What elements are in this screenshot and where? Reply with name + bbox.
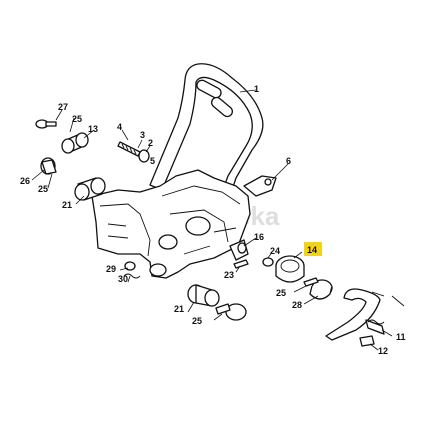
- callout-24: 24: [270, 246, 280, 256]
- av-mount-part-13: [61, 132, 89, 154]
- callout-5: 5: [150, 156, 155, 166]
- callout-14: 14: [307, 245, 317, 255]
- bracket-part-6: [243, 163, 289, 197]
- leader-lines: [31, 89, 393, 351]
- callout-26: 26: [20, 176, 30, 186]
- callout-25-right: 25: [276, 288, 286, 298]
- crankcase-housing: [91, 169, 251, 279]
- callout-23: 23: [224, 270, 234, 280]
- pin-part-29: [124, 261, 136, 271]
- callout-14-highlight: [304, 242, 322, 256]
- callout-30: 30: [118, 274, 128, 284]
- callout-16: 16: [254, 232, 264, 242]
- callout-13: 13: [88, 124, 98, 134]
- callout-28: 28: [292, 300, 302, 310]
- buffer-part-14: [275, 255, 305, 283]
- callout-21-lower: 21: [174, 304, 184, 314]
- screw-part-25-right: [303, 277, 319, 287]
- handle-frame: [149, 63, 264, 193]
- washer-part-24: [262, 257, 274, 267]
- callout-25-top: 25: [72, 114, 82, 124]
- callout-3: 3: [140, 130, 145, 140]
- av-mount-part-26-25: [40, 157, 57, 175]
- callout-25-left: 25: [38, 184, 48, 194]
- callout-12: 12: [378, 346, 388, 356]
- bracket-part-16: [229, 239, 249, 261]
- screw-part-2: [117, 141, 150, 163]
- callout-25-lower: 25: [192, 316, 202, 326]
- spring-part-30: [123, 273, 141, 279]
- callout-6: 6: [286, 156, 291, 166]
- callout-27: 27: [58, 102, 68, 112]
- callout-2: 2: [148, 138, 153, 148]
- callout-29: 29: [106, 264, 116, 274]
- callout-1: 1: [254, 84, 259, 94]
- callout-4: 4: [117, 122, 122, 132]
- screw-part-23: [233, 259, 249, 269]
- callout-21-left: 21: [62, 200, 72, 210]
- av-mount-part-21-lower: [187, 284, 220, 307]
- callout-labels: 1 2 3 4 5 6 11 12 13 14 16 21 21 23 24 2…: [20, 84, 406, 356]
- hose-part-11: [325, 288, 405, 341]
- av-mount-part-21-left: [74, 177, 106, 201]
- plug-part-12: [359, 335, 375, 347]
- screw-part-27: [35, 119, 57, 129]
- cap-part-28: [309, 279, 333, 300]
- callout-11: 11: [396, 332, 406, 342]
- cap-part-25-lower: [215, 303, 247, 321]
